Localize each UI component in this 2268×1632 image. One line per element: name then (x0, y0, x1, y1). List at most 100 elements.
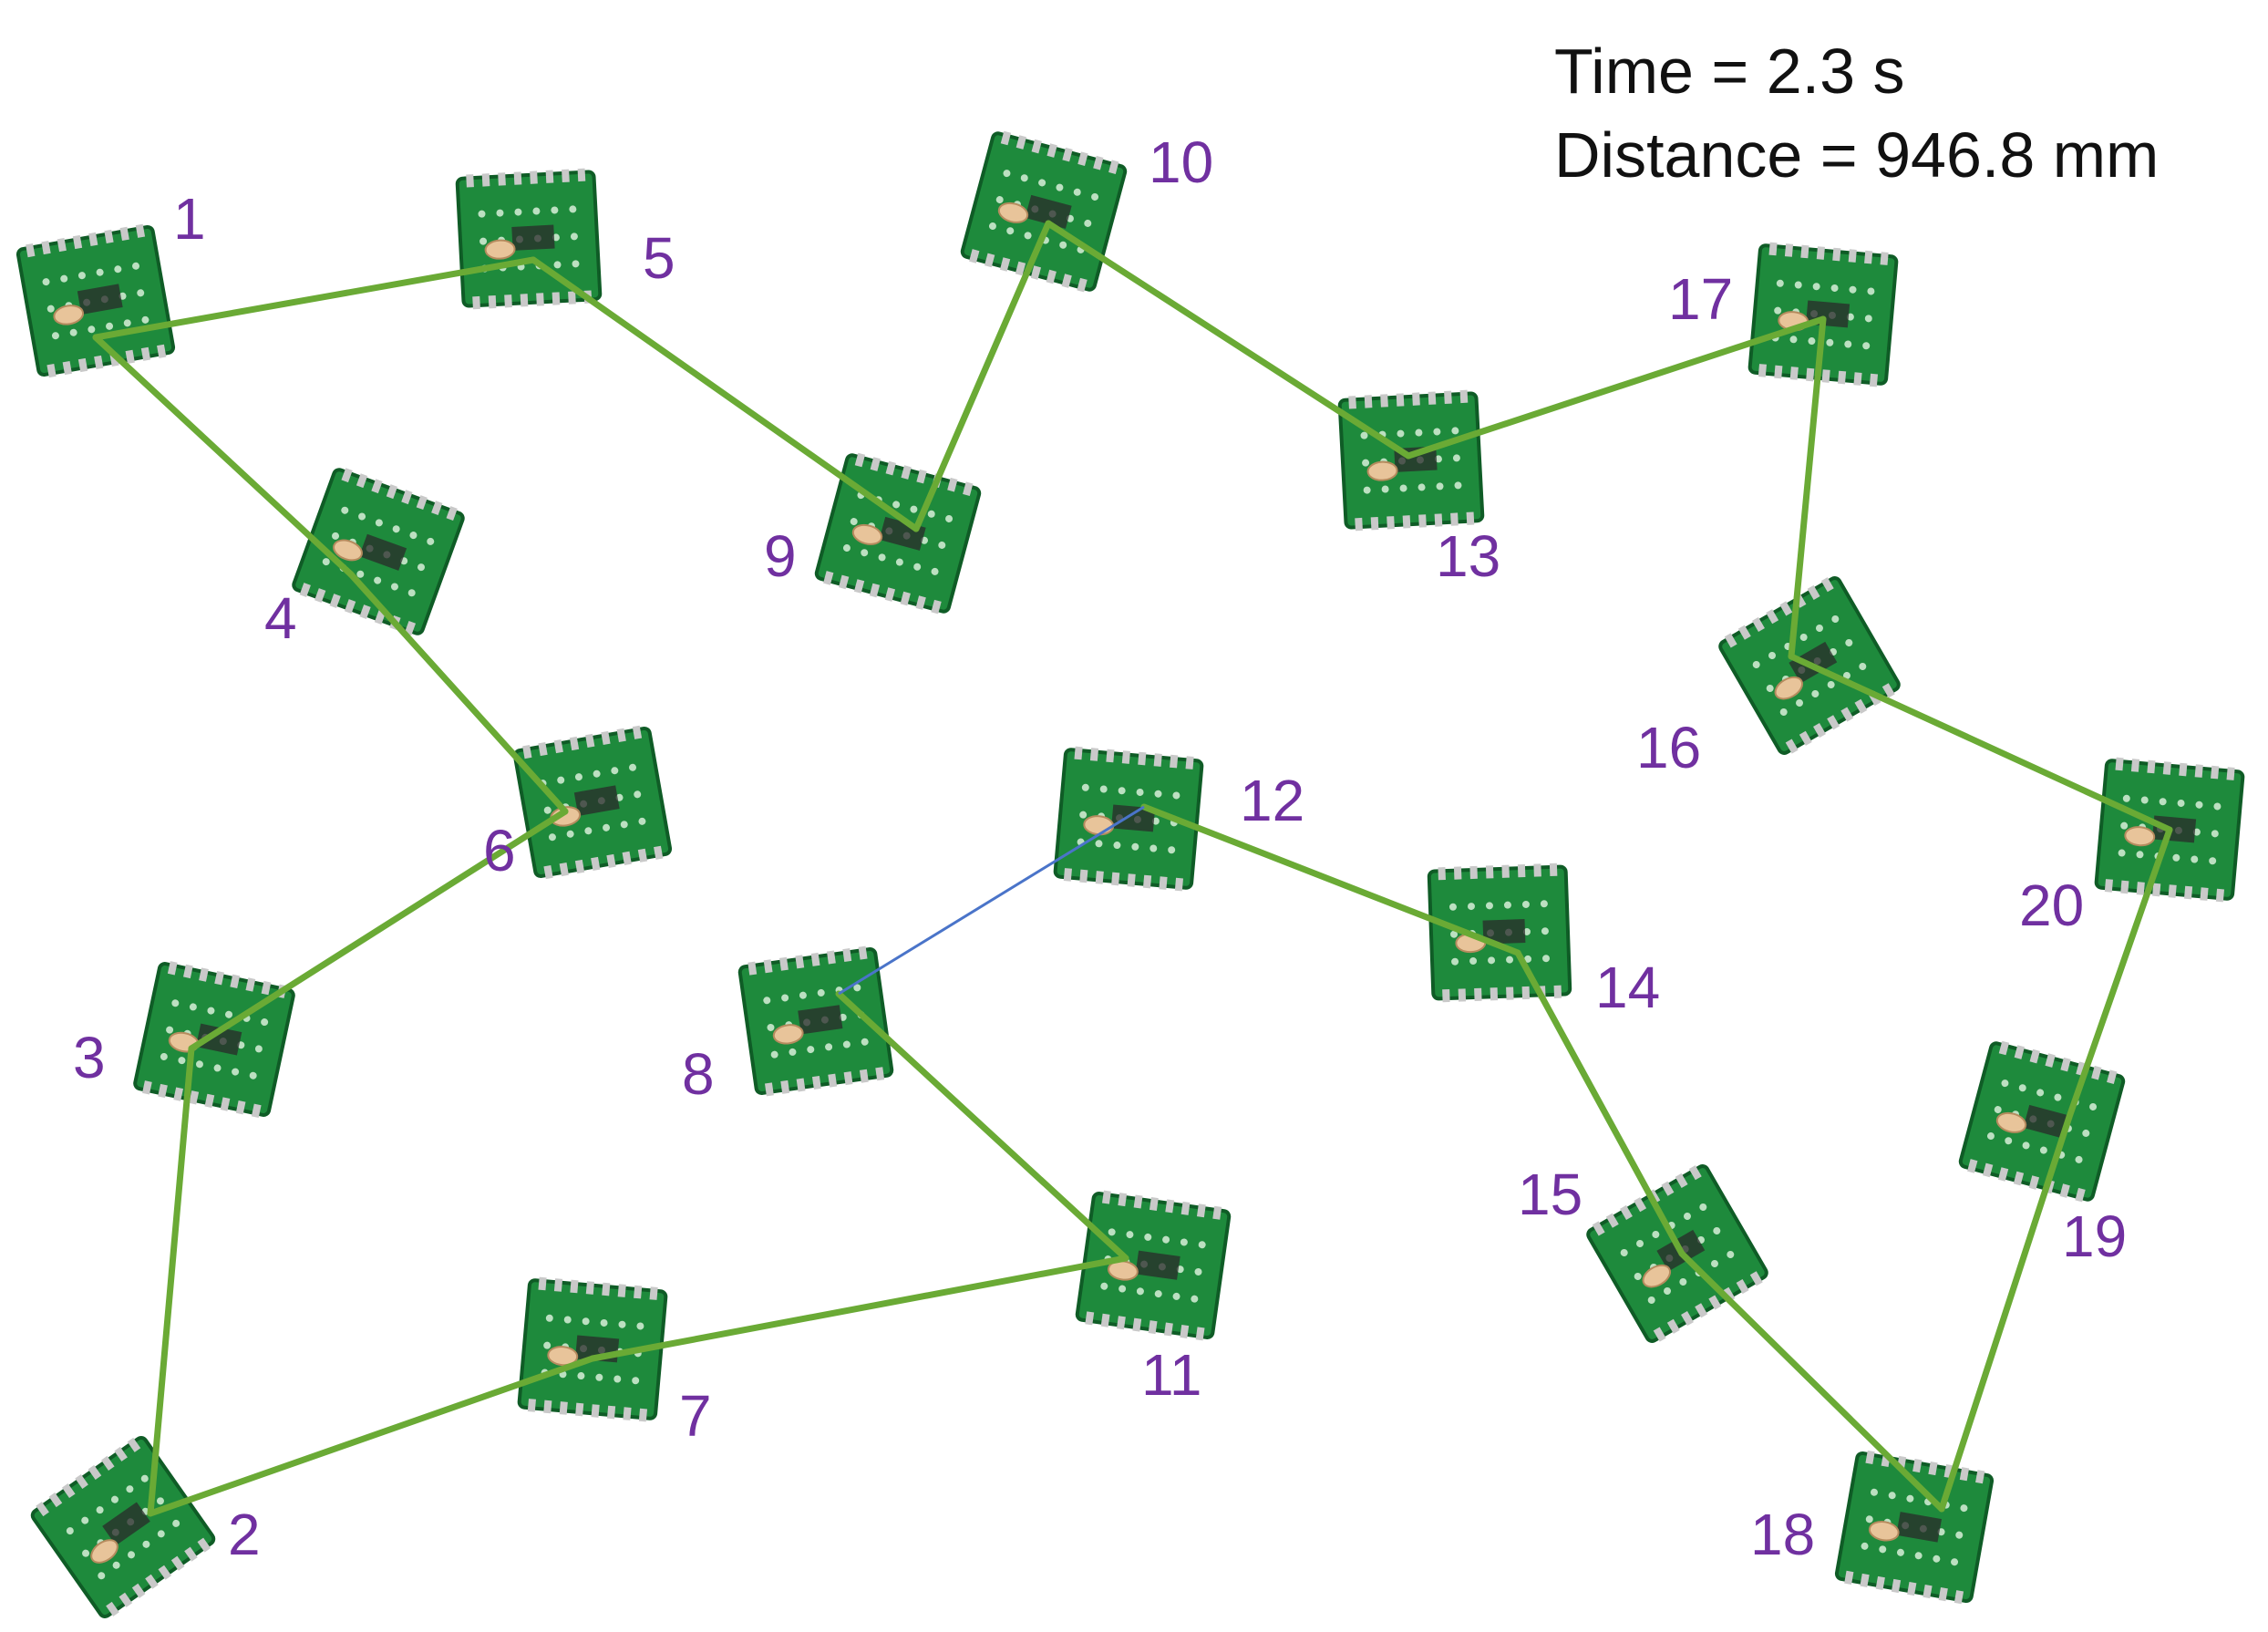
header-pin (622, 851, 632, 865)
header-pin (167, 961, 178, 976)
header-pin (538, 741, 548, 757)
pad (1815, 625, 1823, 633)
header-pin (1837, 370, 1847, 385)
header-pin (1474, 987, 1482, 1002)
pad (1433, 428, 1441, 436)
header-pin (999, 257, 1011, 272)
pad (1467, 903, 1475, 911)
header-pin (1737, 625, 1751, 640)
node-label-8: 8 (682, 1041, 715, 1107)
pad (584, 827, 593, 835)
header-pin (173, 1087, 184, 1101)
header-pin (125, 349, 135, 364)
capacitor (2124, 826, 2156, 847)
pad (1131, 842, 1139, 851)
header-pin (1370, 516, 1379, 531)
pad (1933, 1555, 1941, 1563)
pad (2122, 794, 2130, 802)
header-pin (1108, 160, 1119, 174)
path-edge-14-12 (1140, 803, 1521, 956)
pad (2005, 1137, 2013, 1145)
header-pin (2152, 883, 2161, 897)
pad (322, 558, 330, 566)
pad (2075, 1155, 2083, 1163)
pad (249, 1071, 257, 1079)
pad (1084, 219, 1092, 227)
pad (1865, 1515, 1873, 1524)
pad (620, 821, 628, 829)
pad (1397, 429, 1405, 438)
time-readout: Time = 2.3 s (1554, 36, 1905, 107)
header-pin (2147, 759, 2156, 774)
board-10 (960, 130, 1128, 293)
pad (1056, 183, 1064, 191)
pad (1699, 1203, 1707, 1212)
pad (1831, 615, 1840, 624)
header-pin (543, 1400, 552, 1414)
header-pin (606, 853, 616, 869)
header-pin (1100, 1313, 1110, 1327)
header-pin (1506, 986, 1514, 1000)
pad (789, 1048, 797, 1056)
header-pin (2059, 1183, 2070, 1198)
pad (1099, 785, 1108, 793)
header-pin (1133, 1194, 1143, 1209)
header-pin (1074, 746, 1083, 760)
header-pin (606, 1405, 616, 1420)
pad (1896, 1548, 1904, 1556)
pad (2191, 855, 2199, 863)
pad (1451, 957, 1459, 966)
capacitor (851, 523, 883, 545)
pad (160, 1052, 168, 1060)
pad (618, 1320, 626, 1328)
pad (332, 532, 340, 540)
pad (1634, 1273, 1642, 1280)
header-pin (778, 956, 789, 971)
header-pin (1813, 722, 1826, 739)
header-pin (1062, 147, 1073, 162)
header-pin (131, 1583, 146, 1598)
pad (1888, 1492, 1896, 1500)
header-pin (1923, 1584, 1933, 1599)
header-pin (1364, 395, 1373, 408)
header-pin (947, 477, 958, 492)
pad (1113, 842, 1121, 850)
edges-layer (92, 220, 2173, 1517)
header-pin (245, 977, 256, 992)
pad (892, 501, 901, 509)
pad (557, 776, 565, 784)
pad (417, 563, 425, 572)
pad (1752, 661, 1760, 669)
pad (1914, 1552, 1923, 1560)
pad (548, 833, 556, 842)
pad (2001, 1079, 2009, 1088)
header-pin (875, 1067, 885, 1081)
header-pin (1101, 1190, 1111, 1204)
path-edge-4-1 (92, 334, 355, 578)
header-pin (142, 1080, 152, 1095)
board-15 (1586, 1164, 1768, 1343)
node-label-20: 20 (2019, 873, 2084, 938)
header-pin (1736, 1278, 1749, 1295)
header-pin (1121, 750, 1130, 764)
pad (478, 210, 486, 218)
header-pin (1832, 247, 1841, 262)
header-pin (591, 1404, 600, 1418)
pad (1154, 790, 1162, 798)
path-edge-3-6 (188, 808, 569, 1052)
pad (132, 262, 140, 270)
path-edge-15-14 (1514, 949, 1686, 1257)
pad (341, 506, 349, 514)
header-pin (88, 1464, 102, 1480)
node-label-6: 6 (483, 818, 516, 883)
header-pin (1077, 277, 1088, 293)
header-pin (931, 599, 942, 615)
pad (1766, 685, 1774, 692)
header-pin (61, 1483, 76, 1499)
pad (1126, 1231, 1134, 1239)
pad (375, 519, 383, 527)
node-label-11: 11 (1141, 1342, 1201, 1408)
pad (767, 1023, 775, 1031)
pad (1779, 708, 1788, 716)
pad (2120, 821, 2129, 830)
